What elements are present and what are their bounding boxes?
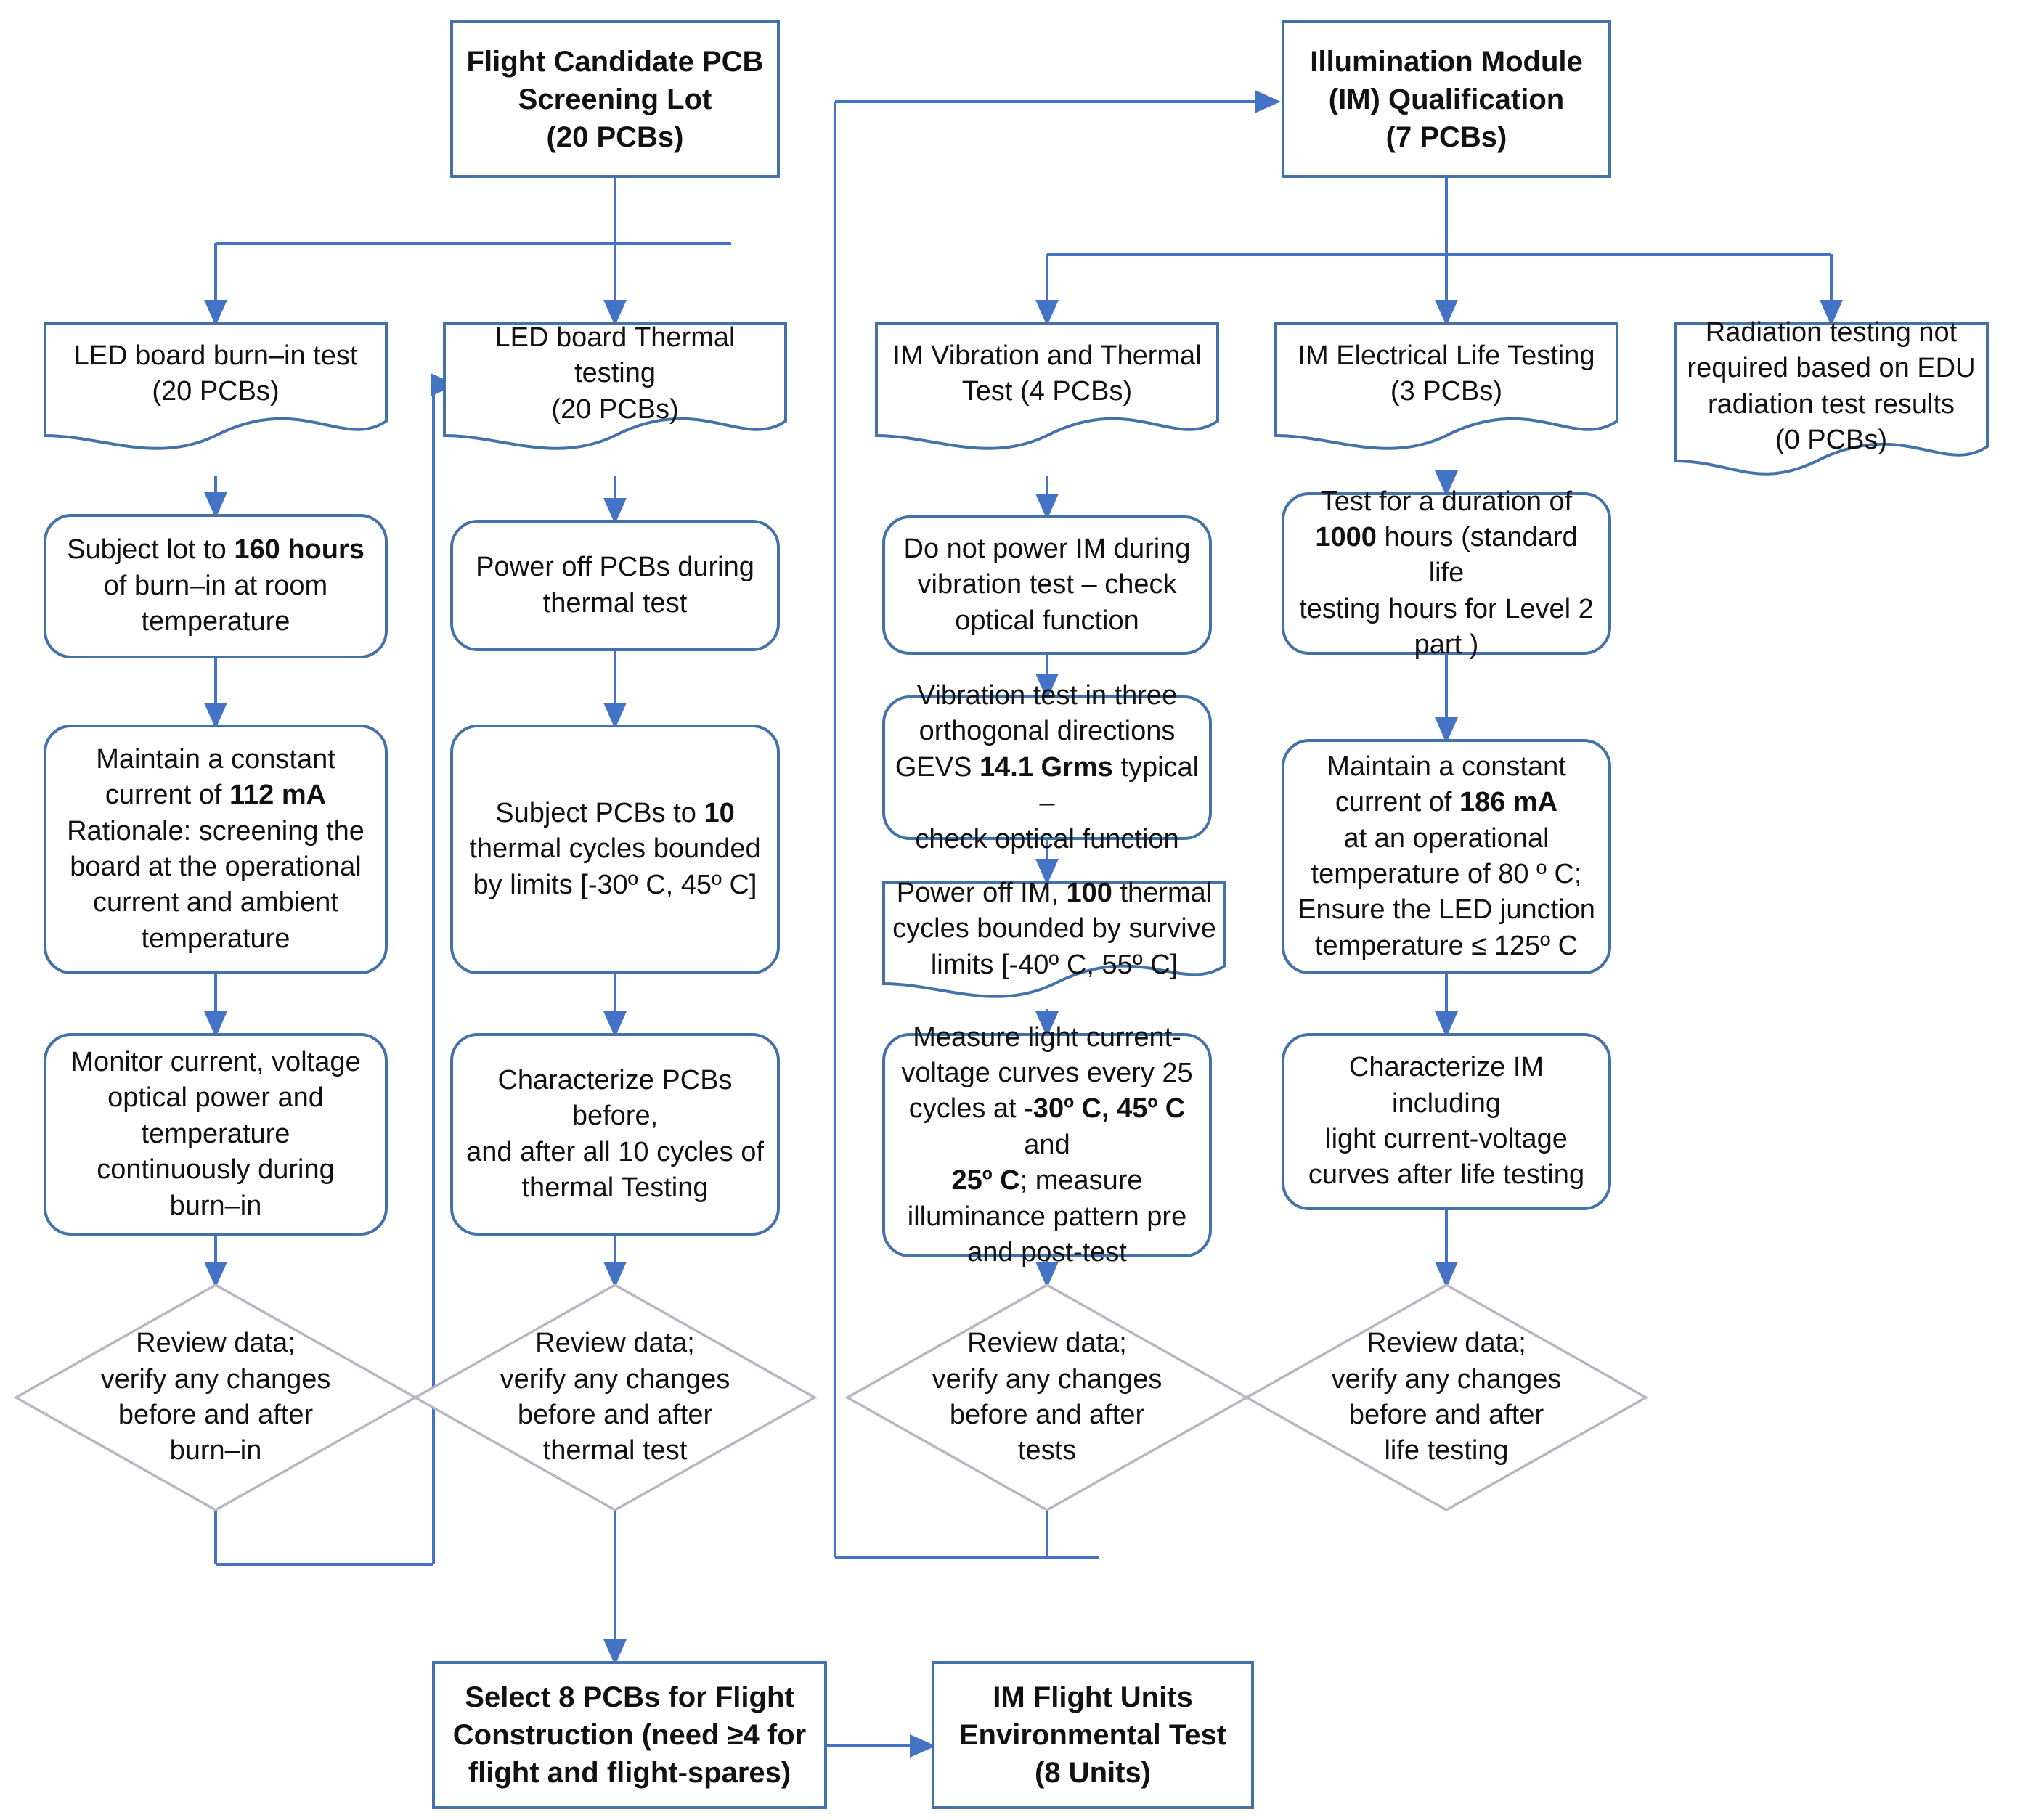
shape-constant-current-186[interactable] bbox=[1282, 739, 1611, 974]
shape-flight-candidate-lot[interactable] bbox=[450, 20, 780, 178]
shape-im-flight-units[interactable] bbox=[932, 1661, 1254, 1809]
shape-power-off-im-100[interactable] bbox=[882, 881, 1226, 998]
shape-thermal-cycles-10[interactable] bbox=[450, 725, 780, 974]
shape-review-burn-in[interactable] bbox=[13, 1283, 418, 1512]
shape-burn-in-test[interactable] bbox=[44, 322, 388, 450]
shape-constant-current-112[interactable] bbox=[44, 725, 388, 974]
shape-review-thermal[interactable] bbox=[412, 1283, 818, 1512]
node-shape-group bbox=[13, 20, 1989, 1809]
shape-im-qualification[interactable] bbox=[1282, 20, 1611, 178]
shape-radiation-not-required[interactable] bbox=[1674, 322, 1989, 476]
shape-vibration-three-axes[interactable] bbox=[882, 695, 1212, 840]
shape-im-electrical-life[interactable] bbox=[1274, 322, 1618, 450]
shape-im-vibration-thermal[interactable] bbox=[875, 322, 1219, 450]
shape-power-off-pcbs[interactable] bbox=[450, 520, 780, 651]
shape-characterize-pcbs[interactable] bbox=[450, 1033, 780, 1236]
shape-review-tests[interactable] bbox=[844, 1283, 1250, 1512]
shape-thermal-testing[interactable] bbox=[443, 322, 787, 450]
shape-monitor-burn-in[interactable] bbox=[44, 1033, 388, 1236]
shape-do-not-power-im[interactable] bbox=[882, 515, 1212, 655]
shape-select-8-pcbs[interactable] bbox=[432, 1661, 827, 1809]
shape-review-life[interactable] bbox=[1244, 1283, 1649, 1512]
shape-characterize-im[interactable] bbox=[1282, 1033, 1611, 1210]
shape-burn-in-hours[interactable] bbox=[44, 514, 388, 658]
shape-life-duration[interactable] bbox=[1282, 492, 1611, 655]
connector-group bbox=[204, 90, 1843, 1758]
shape-measure-light-curves[interactable] bbox=[882, 1033, 1212, 1257]
